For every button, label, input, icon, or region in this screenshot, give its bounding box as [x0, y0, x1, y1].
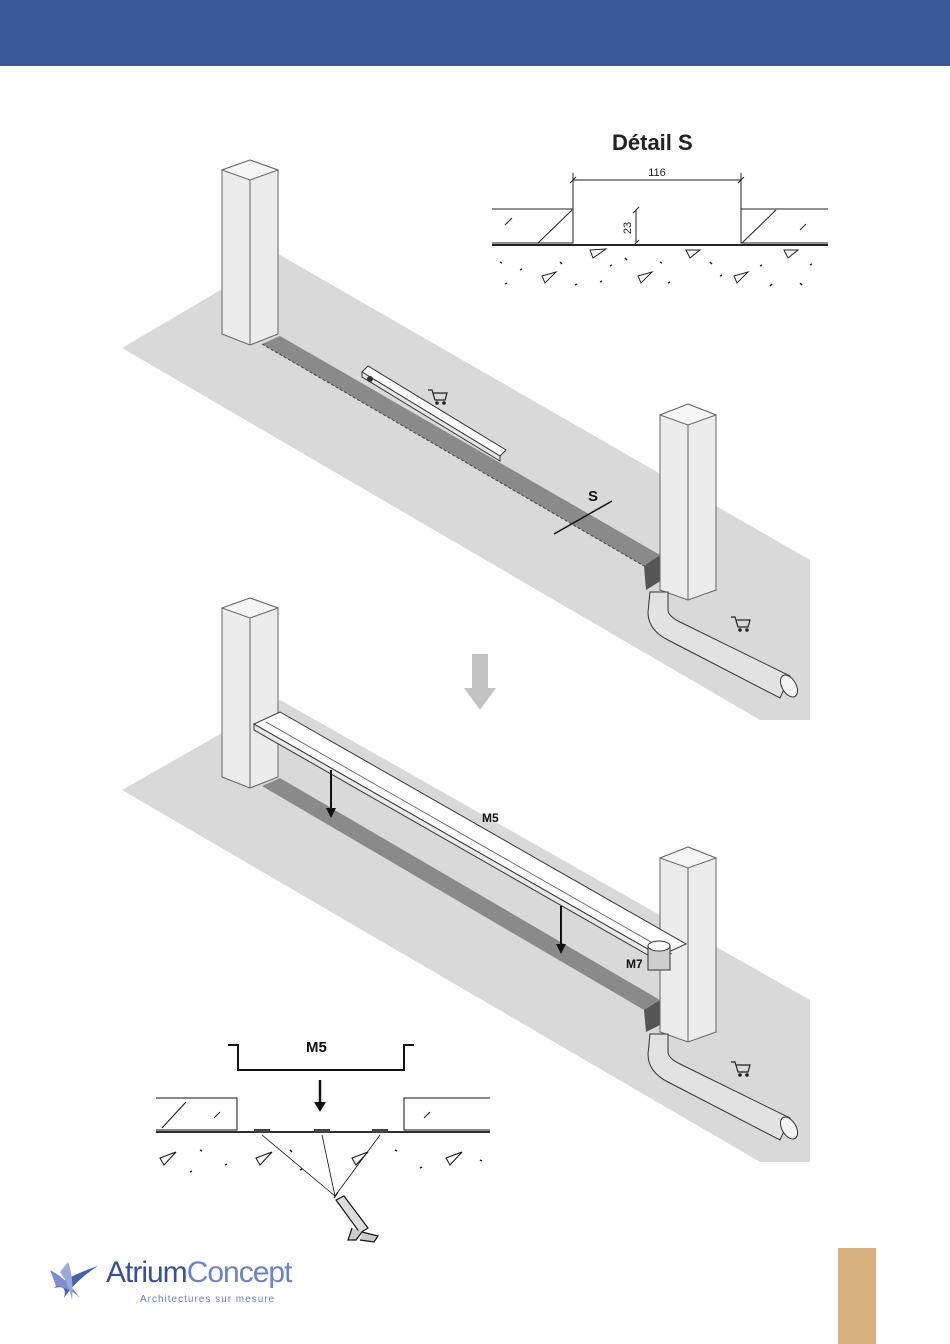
channel-label: M5 [482, 811, 499, 825]
step-arrow-icon [464, 654, 496, 710]
logo-tagline: Architectures sur mesure [140, 1294, 275, 1305]
section-mark-label: S [588, 488, 598, 505]
depth-dimension: 23 [622, 222, 634, 234]
company-logo: AtriumConcept Architectures sur mesure [40, 1252, 320, 1312]
page-tab [838, 1248, 876, 1344]
outlet-label: M7 [626, 957, 643, 971]
glue-section-detail [156, 1045, 490, 1242]
detail-s-section [492, 173, 828, 286]
caulking-gun-icon [334, 1192, 378, 1242]
width-dimension: 116 [648, 167, 666, 179]
logo-star-icon [46, 1258, 106, 1304]
profile-label: M5 [306, 1039, 327, 1056]
logo-name: AtriumConcept [106, 1256, 291, 1290]
